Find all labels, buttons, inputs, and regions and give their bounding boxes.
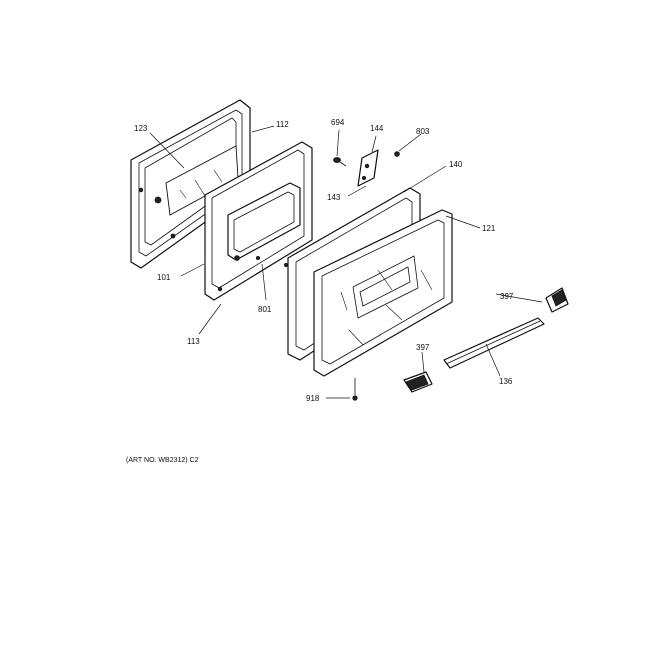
handle-end-cap-left [403, 371, 433, 393]
leader-lines [149, 125, 543, 399]
label-918: 918 [306, 394, 320, 403]
art-number-caption: (ART NO. WB2312) C2 [126, 457, 199, 464]
label-803: 803 [416, 127, 430, 136]
screw-918 [352, 378, 358, 401]
label-397-right: 397 [500, 292, 514, 301]
label-112: 112 [276, 120, 289, 129]
label-123: 123 [134, 124, 148, 133]
outer-door-panel [313, 209, 453, 377]
label-397-left: 397 [416, 343, 430, 352]
screw-803 [394, 151, 400, 157]
middle-door-frame [204, 141, 313, 301]
part-labels: 123 112 101 113 801 694 144 803 140 143 … [134, 118, 514, 403]
label-140: 140 [449, 160, 463, 169]
label-801: 801 [258, 305, 272, 314]
screw-694 [333, 157, 347, 167]
handle-end-cap-right [545, 287, 569, 313]
label-694: 694 [331, 118, 345, 127]
label-143: 143 [327, 193, 341, 202]
label-121: 121 [482, 224, 496, 233]
label-136: 136 [499, 377, 513, 386]
door-handle [443, 317, 545, 369]
label-113: 113 [187, 337, 200, 346]
label-144: 144 [370, 124, 384, 133]
hinge-bracket-144 [357, 149, 379, 187]
label-101: 101 [157, 273, 171, 282]
